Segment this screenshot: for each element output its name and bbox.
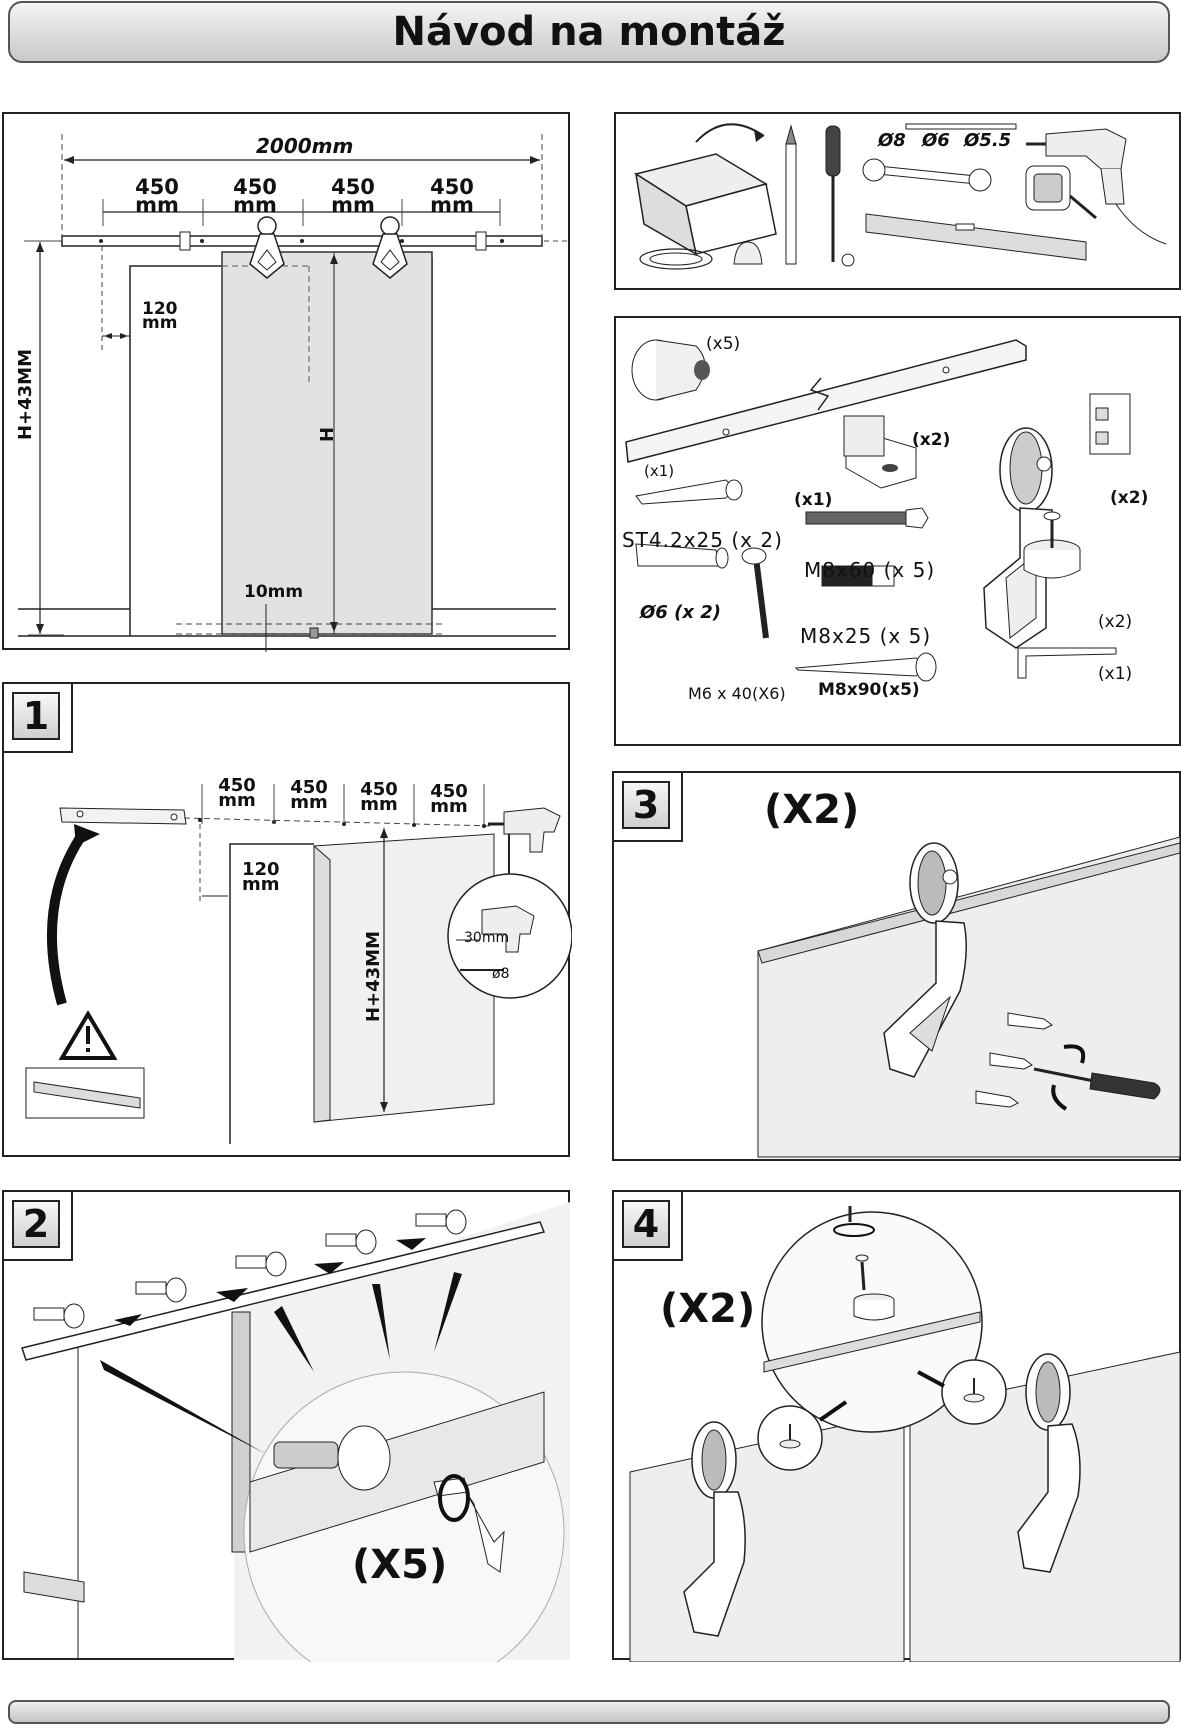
step-4-badge: 4 (622, 1200, 670, 1248)
tools-drawing (634, 123, 1167, 270)
part-qty: (x5) (706, 334, 741, 354)
drill-bit-size: Ø6 (922, 130, 950, 151)
door-height-label: H (317, 426, 339, 443)
part-name: M8x60 (x 5) (804, 558, 936, 582)
step-4-diagram (614, 1192, 1181, 1662)
part-name: M6 x 40(X6) (688, 684, 786, 703)
footer-bar (8, 1700, 1170, 1724)
part-qty: (x2) (1110, 488, 1149, 508)
drill-bit-size: Ø5.5 (964, 130, 1012, 151)
drill-bit-size: Ø8 (878, 130, 906, 151)
part-qty: (x2) (1098, 612, 1133, 632)
tools-panel: Ø8 Ø6 Ø5.5 (614, 112, 1181, 290)
step-3-panel: 3 (X2) (612, 771, 1181, 1161)
part-qty: (x2) (912, 430, 951, 450)
part-name: M8x90(x5) (818, 680, 920, 700)
page-title: Návod na montáž (392, 9, 786, 55)
part-qty: (x1) (1098, 664, 1133, 684)
floor-gap-label: 10mm (244, 582, 304, 602)
part-qty: (x1) (794, 490, 833, 510)
part-name: Ø6 (x 2) (640, 602, 721, 623)
step-2-multiplier: (X5) (352, 1542, 448, 1588)
drill-diameter-label: ø8 (492, 966, 510, 982)
part-name: M8x25 (x 5) (800, 624, 932, 648)
parts-panel: (x5) (x1) (x1) (x2) (x2) ST4.2x25 (x 2) … (614, 316, 1181, 746)
step-3-diagram (614, 773, 1181, 1158)
step-1-diagram (4, 684, 572, 1144)
step-1-badge: 1 (12, 692, 60, 740)
step-2-diagram (4, 1192, 570, 1662)
step-3-multiplier: (X2) (764, 787, 860, 833)
parts-drawing (625, 339, 1131, 682)
step-2-panel: 2 (X5) (2, 1190, 570, 1662)
overview-diagram (18, 134, 570, 652)
part-name: ST4.2x25 (x 2) (622, 528, 783, 552)
part-qty: (x1) (644, 462, 675, 480)
title-bar: Návod na montáž (8, 1, 1170, 63)
step-2-badge: 2 (12, 1200, 60, 1248)
rail-height-label: H+43MM (363, 930, 385, 1023)
step-4-panel: 4 (X2) (612, 1190, 1181, 1662)
total-width-label: 2000mm (256, 134, 354, 158)
step-4-multiplier: (X2) (660, 1286, 756, 1332)
rail-height-label: H+43MM (15, 348, 37, 441)
step-3-badge: 3 (622, 781, 670, 829)
drill-depth-label: 30mm (464, 930, 510, 946)
